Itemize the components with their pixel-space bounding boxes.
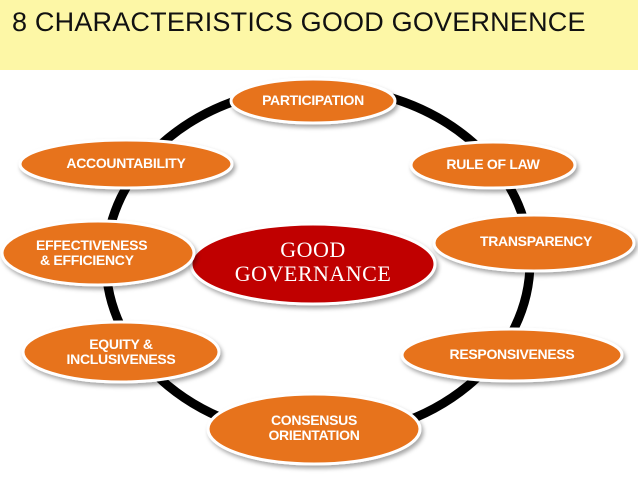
node-participation-shape: [229, 77, 397, 125]
node-effectiveness-label-line2: & EFFICIENCY: [40, 252, 134, 268]
node-effectiveness-shape: [0, 219, 196, 287]
node-responsiveness: RESPONSIVENESS: [430, 347, 594, 362]
node-rule-of-law-shape: [409, 140, 577, 190]
node-responsiveness-label: RESPONSIVENESS: [449, 346, 575, 362]
node-transparency-label: TRANSPARENCY: [479, 233, 593, 249]
node-consensus-shape: [206, 392, 422, 466]
node-accountability-label: ACCOUNTABILITY: [66, 155, 186, 171]
page-title: 8 CHARACTERISTICS GOOD GOVERNENCE: [12, 7, 586, 37]
node-effectiveness: EFFECTIVENESS & EFFICIENCY: [18, 238, 162, 268]
node-consensus: CONSENSUS ORIENTATION: [234, 413, 394, 443]
node-accountability: ACCOUNTABILITY: [46, 156, 206, 171]
node-effectiveness-label-line1: EFFECTIVENESS: [36, 237, 148, 253]
node-consensus-label-line1: CONSENSUS: [271, 412, 357, 428]
node-accountability-shape: [18, 138, 234, 190]
node-responsiveness-shape: [400, 327, 624, 383]
node-transparency: TRANSPARENCY: [456, 234, 616, 249]
node-transparency-shape: [432, 213, 636, 273]
title-banner: 8 CHARACTERISTICS GOOD GOVERNENCE: [0, 0, 638, 70]
center-label: GOOD GOVERNANCE: [213, 238, 413, 286]
center-label-line1: GOOD: [280, 237, 346, 262]
node-participation: PARTICIPATION: [233, 93, 393, 108]
center-label-line2: GOVERNANCE: [234, 261, 392, 286]
node-consensus-label-line2: ORIENTATION: [268, 427, 360, 443]
node-rule-of-law: RULE OF LAW: [413, 157, 573, 172]
node-rule-of-law-label: RULE OF LAW: [446, 156, 540, 172]
node-equity-label-line2: INCLUSIVENESS: [66, 351, 176, 367]
center-node-shape: [189, 222, 437, 306]
node-equity: EQUITY & INCLUSIVENESS: [41, 337, 201, 367]
node-participation-label: PARTICIPATION: [262, 92, 364, 108]
node-equity-label-line1: EQUITY &: [89, 336, 153, 352]
node-equity-shape: [21, 320, 221, 384]
